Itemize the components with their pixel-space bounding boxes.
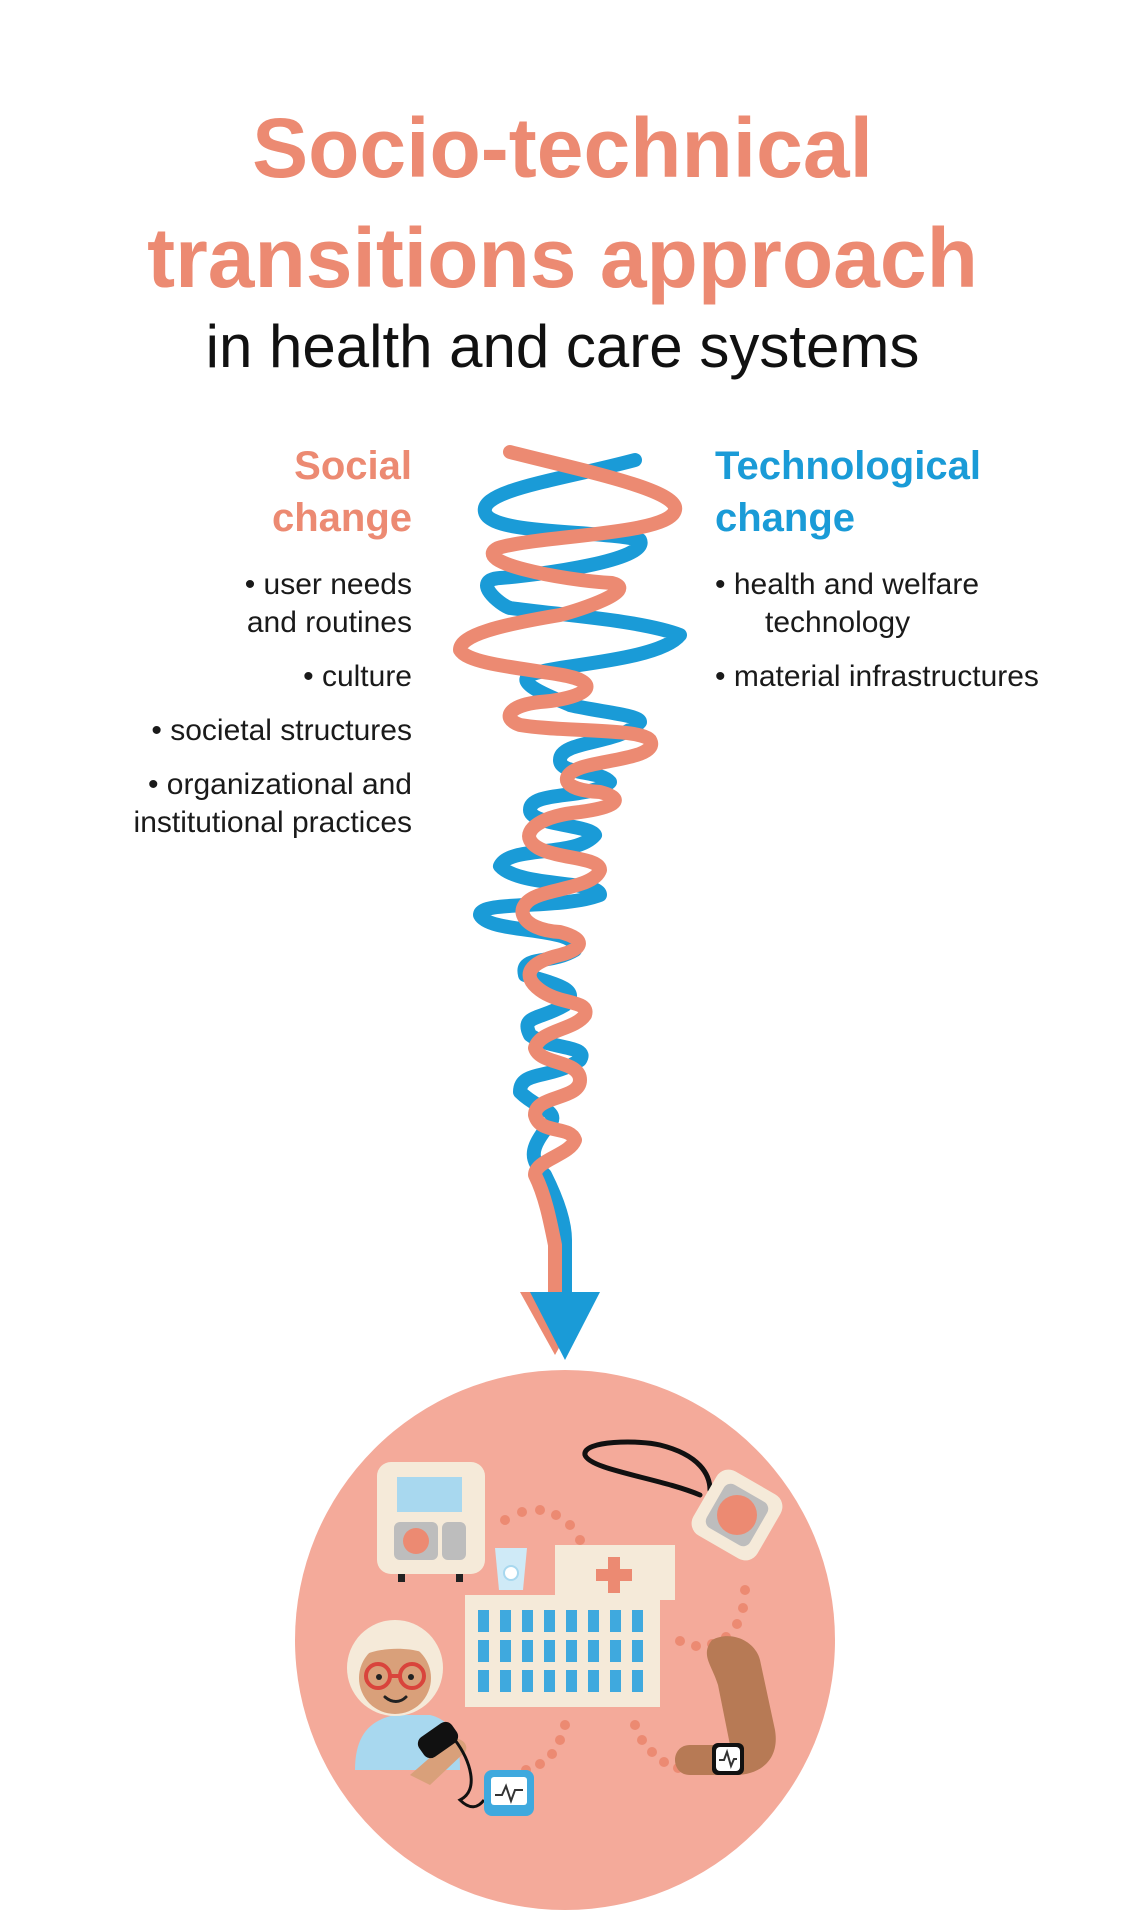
alarm-base-station-icon — [377, 1462, 485, 1582]
hospital-window — [478, 1670, 489, 1692]
hospital-window — [566, 1640, 577, 1662]
safety-alarm-pendant-icon — [582, 1439, 783, 1561]
hospital-window — [522, 1670, 533, 1692]
social-change-column: Social change • user needs and routines … — [40, 440, 412, 858]
list-item: • organizational and institutional pract… — [133, 768, 412, 839]
social-change-heading: Social change — [271, 444, 412, 540]
title-line-2: transitions approach — [147, 211, 978, 305]
hospital-window — [610, 1640, 621, 1662]
hospital-window — [610, 1670, 621, 1692]
list-item: • material infrastructures — [715, 660, 1039, 693]
hospital-window — [544, 1670, 555, 1692]
social-change-strand — [453, 445, 682, 1307]
title-line-1: Socio-technical — [252, 101, 873, 195]
water-glass-icon — [495, 1548, 527, 1590]
list-item: • societal structures — [151, 714, 412, 747]
blood-pressure-monitor-icon — [417, 1721, 534, 1816]
hospital-window — [544, 1610, 555, 1632]
list-item: • user needs and routines — [244, 568, 412, 639]
hospital-window — [632, 1670, 643, 1692]
hospital-window — [566, 1610, 577, 1632]
hospital-window — [588, 1670, 599, 1692]
hospital-window — [588, 1610, 599, 1632]
technological-change-heading: Technological change — [715, 444, 981, 540]
hospital-window — [522, 1610, 533, 1632]
hospital-window — [478, 1640, 489, 1662]
hospital-window — [632, 1610, 643, 1632]
hospital-window — [500, 1640, 511, 1662]
list-item: • health and welfare technology — [715, 568, 980, 639]
social-change-list: • user needs and routines • culture • so… — [40, 566, 412, 842]
hospital-window — [632, 1640, 643, 1662]
hospital-window — [522, 1640, 533, 1662]
hospital-window — [566, 1670, 577, 1692]
hospital-window — [610, 1610, 621, 1632]
hospital-window — [478, 1610, 489, 1632]
list-item: • culture — [303, 660, 412, 693]
technological-change-column: Technological change • health and welfar… — [715, 440, 1115, 712]
subtitle: in health and care systems — [205, 313, 920, 380]
technological-arrowhead — [530, 1292, 600, 1360]
hospital-window — [544, 1640, 555, 1662]
hospital-window — [588, 1640, 599, 1662]
hospital-icon — [465, 1545, 675, 1707]
hospital-window — [500, 1610, 511, 1632]
hospital-windows — [478, 1610, 643, 1692]
hospital-window — [500, 1670, 511, 1692]
smartwatch-arm-icon — [675, 1636, 776, 1775]
technological-change-list: • health and welfare technology • materi… — [715, 566, 1115, 696]
